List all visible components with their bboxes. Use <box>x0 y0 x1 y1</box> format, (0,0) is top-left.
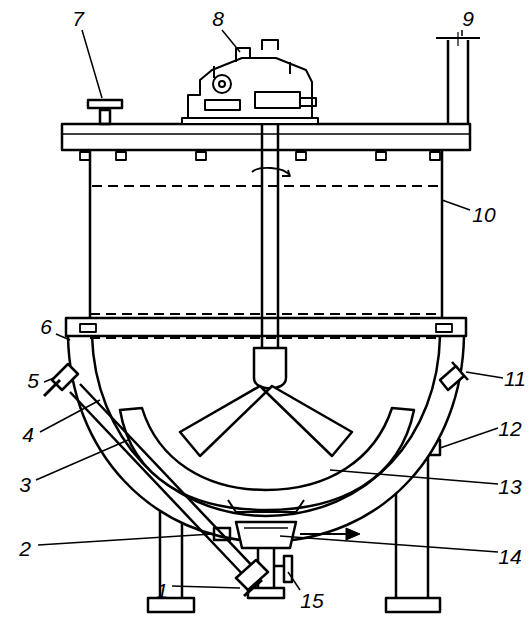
lid-valve <box>88 100 122 124</box>
callout-number: 2 <box>17 537 33 560</box>
mid-flange <box>66 318 466 336</box>
callout-number: 6 <box>38 315 54 338</box>
callout-number: 4 <box>20 423 36 446</box>
callout-number: 12 <box>496 417 523 440</box>
callout-number: 13 <box>496 475 523 498</box>
jacket <box>68 336 464 542</box>
shaft <box>262 124 278 350</box>
callout-number: 5 <box>25 369 41 392</box>
leader-lines <box>36 30 503 590</box>
lid <box>62 124 470 150</box>
vessel-body <box>90 150 442 318</box>
flow-arrow <box>300 533 346 535</box>
vent-pipe <box>436 32 480 124</box>
callout-number: 8 <box>210 7 226 30</box>
inner-bowl <box>92 336 440 516</box>
callout-number: 7 <box>70 7 86 30</box>
bottom-outlet <box>214 522 296 598</box>
callout-number: 15 <box>298 589 325 612</box>
drive <box>182 40 318 124</box>
callout-number: 9 <box>460 7 476 30</box>
callout-number: 11 <box>502 367 528 390</box>
callout-number: 10 <box>470 203 497 226</box>
callout-number: 1 <box>154 579 170 602</box>
steam-pipe <box>44 364 268 596</box>
callout-number: 3 <box>17 473 33 496</box>
valve <box>440 362 468 390</box>
callout-number: 14 <box>496 545 523 568</box>
